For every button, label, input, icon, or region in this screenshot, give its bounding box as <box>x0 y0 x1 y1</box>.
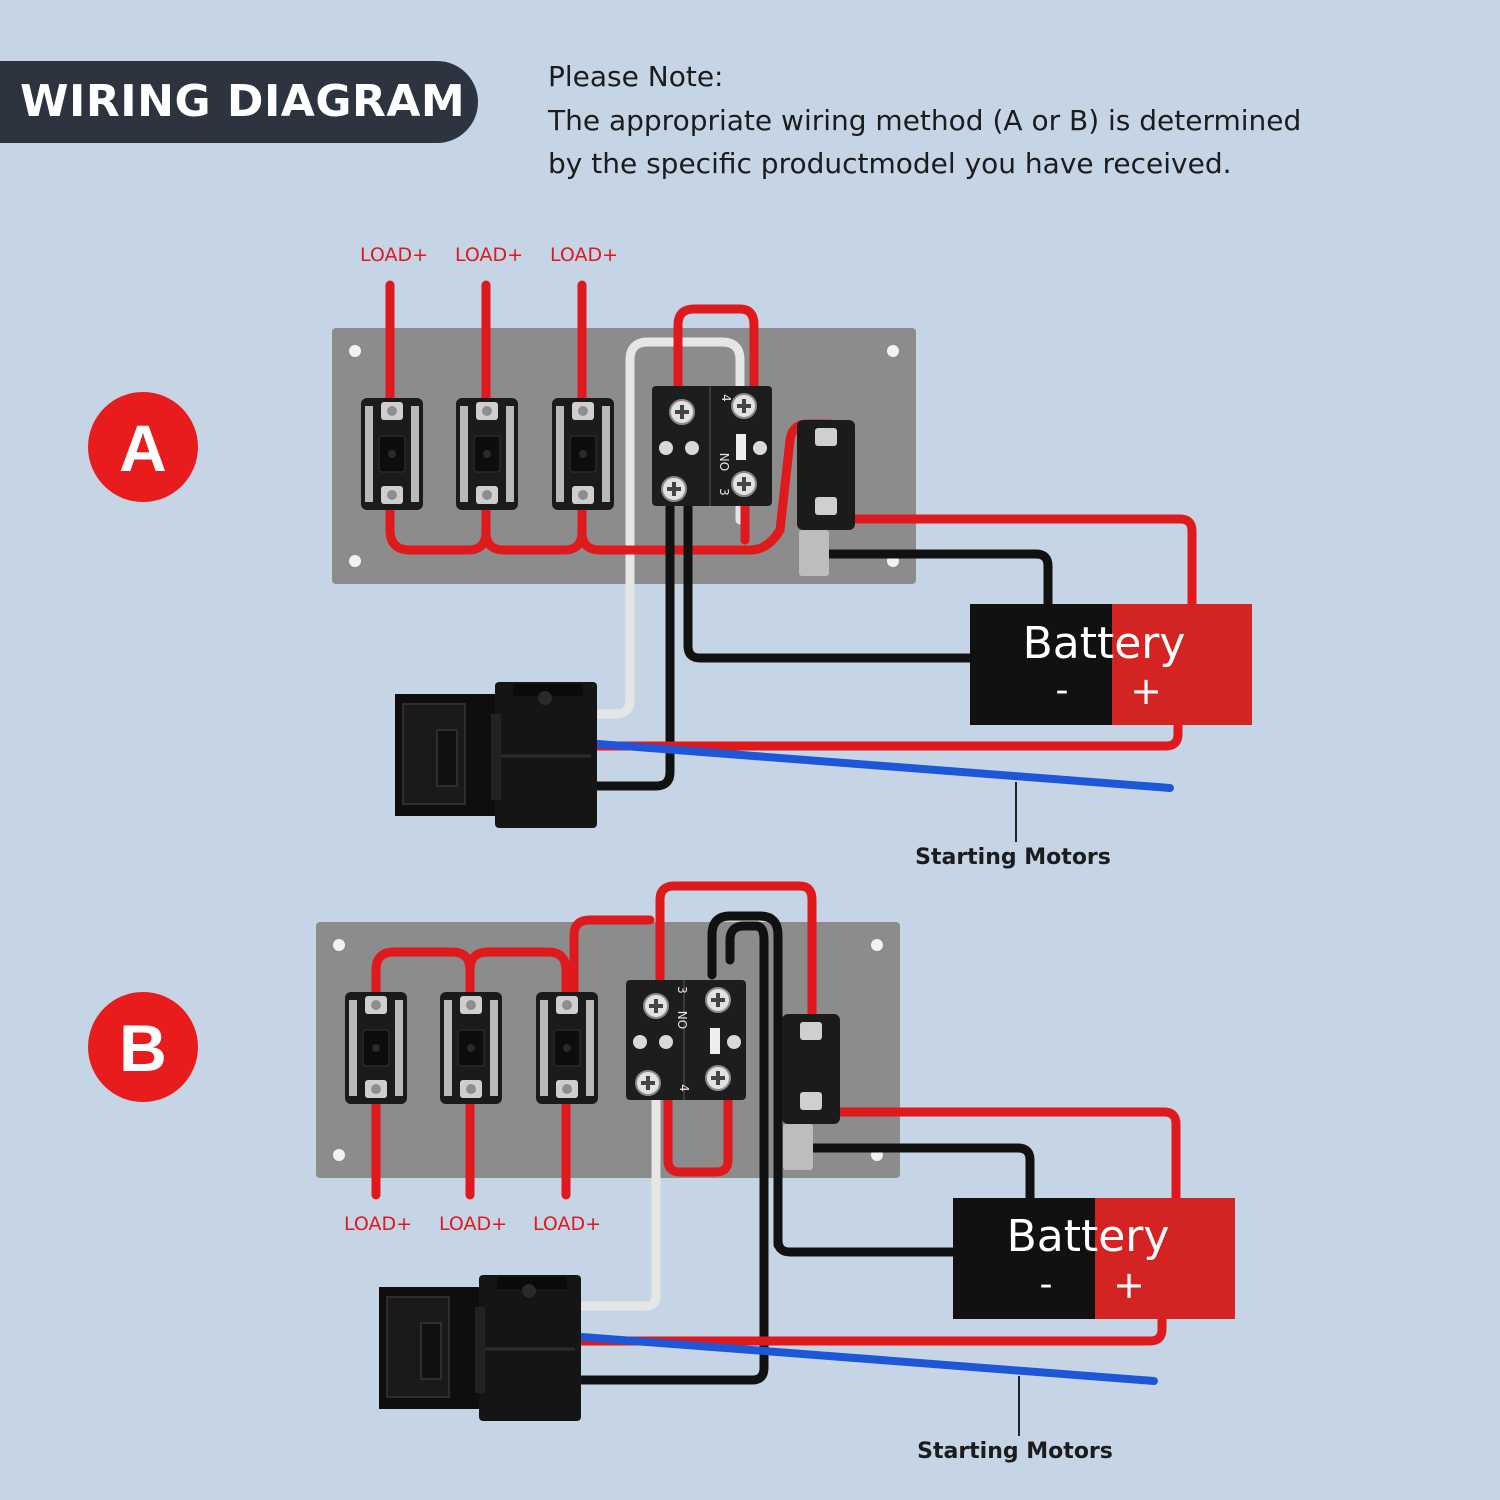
panel-b <box>316 922 900 1178</box>
relay-b-no-label: NO <box>675 1011 689 1029</box>
battery-b-label: Battery <box>1007 1211 1170 1262</box>
diagram-b: B 3 NO <box>88 881 1235 1464</box>
relay-b-terminal-3: 3 <box>675 986 689 994</box>
relay-a-no-label: NO <box>717 453 731 471</box>
load-label-b1: LOAD+ <box>344 1213 412 1235</box>
relay-a-terminal-3: 3 <box>717 488 731 496</box>
starter-label-a: Starting Motors <box>915 845 1111 870</box>
fuse-block-a <box>797 420 855 530</box>
mini-switch-b3 <box>535 991 599 1105</box>
battery-b-minus: - <box>1040 1264 1053 1305</box>
load-label-a3: LOAD+ <box>550 244 618 266</box>
starter-switch-b <box>377 1273 583 1423</box>
battery-b-plus: + <box>1113 1263 1145 1307</box>
battery-b-negative <box>953 1198 1095 1319</box>
starter-switch-a <box>393 680 599 830</box>
mini-switch-a2 <box>455 397 519 511</box>
badge-b <box>88 992 198 1102</box>
load-label-a2: LOAD+ <box>455 244 523 266</box>
starter-label-b: Starting Motors <box>917 1439 1113 1464</box>
mini-switch-a1 <box>360 397 424 511</box>
title-banner: WIRING DIAGRAM <box>0 61 478 143</box>
load-label-b3: LOAD+ <box>533 1213 601 1235</box>
page-title: WIRING DIAGRAM <box>20 76 466 127</box>
battery-a-plus: + <box>1130 669 1162 713</box>
mini-switch-a3 <box>551 397 615 511</box>
battery-a-positive <box>1112 604 1252 725</box>
note-line-2: by the specific productmodel you have re… <box>548 147 1232 180</box>
note-heading: Please Note: <box>548 60 724 93</box>
mini-switch-b1 <box>344 991 408 1105</box>
battery-b-positive <box>1095 1198 1235 1319</box>
mini-switch-b2 <box>439 991 503 1105</box>
relay-b <box>626 980 746 1100</box>
load-label-b2: LOAD+ <box>439 1213 507 1235</box>
battery-a-negative <box>970 604 1112 725</box>
badge-b-label: B <box>119 1011 167 1085</box>
battery-a-label: Battery <box>1023 618 1186 669</box>
relay-a-terminal-4: 4 <box>719 394 733 402</box>
relay-b-terminal-4: 4 <box>677 1084 691 1092</box>
diagram-a: A LOAD+ LOAD+ LOAD+ <box>88 244 1252 870</box>
note-line-1: The appropriate wiring method (A or B) i… <box>548 103 1302 137</box>
badge-a <box>88 392 198 502</box>
load-label-a1: LOAD+ <box>360 244 428 266</box>
fuse-block-b <box>782 1014 840 1124</box>
relay-a <box>652 386 772 506</box>
battery-a-minus: - <box>1056 670 1069 711</box>
note-block: Please Note: The appropriate wiring meth… <box>548 55 1448 186</box>
badge-a-label: A <box>119 411 167 485</box>
